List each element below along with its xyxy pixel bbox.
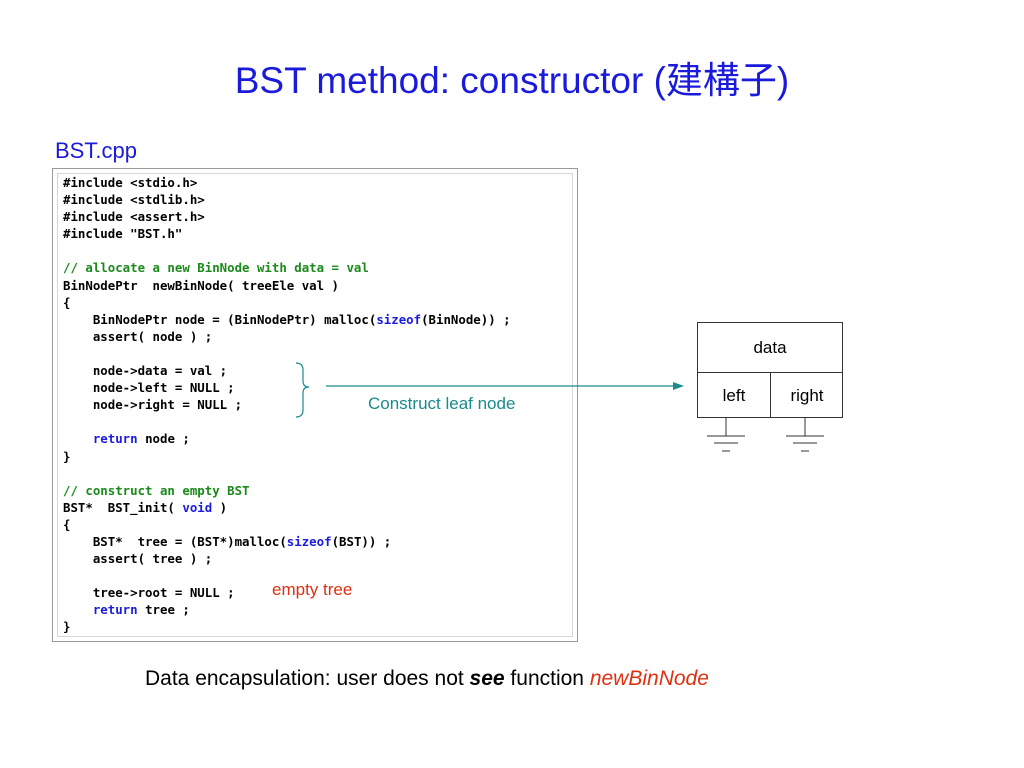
code-line: { bbox=[63, 294, 511, 311]
code-line: assert( node ) ; bbox=[63, 328, 511, 345]
code-line: BST* tree = (BST*)malloc(sizeof(BST)) ; bbox=[63, 533, 511, 550]
code-token: assert( tree ) ; bbox=[63, 551, 213, 567]
code-listing: #include <stdio.h>#include <stdlib.h>#in… bbox=[63, 174, 511, 636]
code-line: return node ; bbox=[63, 430, 511, 447]
node-left-cell: left bbox=[698, 373, 771, 418]
node-data-cell: data bbox=[698, 323, 842, 373]
code-line: BST* BST_init( void ) bbox=[63, 499, 511, 516]
code-line: #include <stdlib.h> bbox=[63, 191, 511, 208]
code-token: tree ; bbox=[137, 602, 190, 618]
construct-leaf-node-label: Construct leaf node bbox=[368, 394, 516, 413]
code-filename: BST.cpp bbox=[55, 138, 137, 163]
code-token: ) bbox=[212, 499, 228, 515]
bin-node-diagram: data left right bbox=[697, 322, 843, 418]
code-token: assert( node ) ; bbox=[63, 328, 213, 344]
code-line: assert( tree ) ; bbox=[63, 550, 511, 567]
code-line: #include "BST.h" bbox=[63, 225, 511, 242]
code-line: node->right = NULL ; bbox=[63, 396, 511, 413]
code-token: BinNodePtr newBinNode( treeEle val ) bbox=[63, 277, 340, 293]
code-token: void bbox=[182, 499, 213, 515]
code-listing-inner-border bbox=[57, 173, 573, 637]
code-line: tree->root = NULL ; bbox=[63, 584, 511, 601]
code-token: (BinNode)) ; bbox=[421, 311, 511, 327]
code-token: BST* BST_init( bbox=[63, 499, 183, 515]
code-line: } bbox=[63, 618, 511, 635]
code-token: node ; bbox=[137, 431, 190, 447]
code-line: // allocate a new BinNode with data = va… bbox=[63, 259, 511, 276]
code-line: #include <stdio.h> bbox=[63, 174, 511, 191]
code-token: } bbox=[63, 619, 71, 635]
code-token: return bbox=[92, 431, 138, 447]
slide-title: BST method: constructor (建構子) bbox=[234, 60, 790, 101]
code-line: BinNodePtr node = (BinNodePtr) malloc(si… bbox=[63, 311, 511, 328]
curly-brace bbox=[295, 362, 310, 418]
code-token: sizeof bbox=[286, 533, 332, 549]
code-token: node->data = val ; bbox=[63, 363, 228, 379]
empty-tree-label: empty tree bbox=[272, 580, 353, 599]
footer-prefix: Data encapsulation: user does not bbox=[145, 667, 470, 690]
code-token: { bbox=[63, 516, 71, 532]
code-token: sizeof bbox=[376, 311, 422, 327]
code-token: node->left = NULL ; bbox=[63, 380, 235, 396]
code-line: // construct an empty BST bbox=[63, 482, 511, 499]
code-line: node->left = NULL ; bbox=[63, 379, 511, 396]
code-token: #include "BST.h" bbox=[63, 226, 183, 242]
footer-function-name: newBinNode bbox=[589, 667, 709, 690]
code-line: } bbox=[63, 448, 511, 465]
code-token: } bbox=[63, 448, 71, 464]
code-line: return tree ; bbox=[63, 601, 511, 618]
code-token: (BST)) ; bbox=[331, 533, 392, 549]
code-token: BinNodePtr node = (BinNodePtr) malloc( bbox=[63, 311, 377, 327]
code-token: tree->root = NULL ; bbox=[63, 585, 235, 601]
code-line: node->data = val ; bbox=[63, 362, 511, 379]
footer-emphasis: see bbox=[469, 667, 505, 690]
code-token: // construct an empty BST bbox=[63, 482, 250, 498]
code-token: #include <stdio.h> bbox=[63, 175, 198, 190]
footer-middle: function bbox=[504, 667, 590, 690]
code-line: #include <assert.h> bbox=[63, 208, 511, 225]
code-token: #include <stdlib.h> bbox=[63, 192, 205, 208]
code-token: #include <assert.h> bbox=[63, 209, 205, 225]
arrow-head bbox=[673, 382, 684, 390]
code-line: { bbox=[63, 516, 511, 533]
code-listing-box: #include <stdio.h>#include <stdlib.h>#in… bbox=[52, 168, 578, 642]
code-token: node->right = NULL ; bbox=[63, 397, 243, 413]
right-null-ground-icon bbox=[786, 418, 824, 452]
code-line: BinNodePtr newBinNode( treeEle val ) bbox=[63, 277, 511, 294]
code-token: // allocate a new BinNode with data = va… bbox=[63, 260, 369, 276]
code-token: BST* tree = (BST*)malloc( bbox=[63, 533, 287, 549]
code-token: return bbox=[92, 602, 138, 618]
code-token: { bbox=[63, 294, 71, 310]
left-null-ground-icon bbox=[707, 418, 745, 452]
node-right-cell: right bbox=[790, 385, 824, 405]
footer-note: Data encapsulation: user does not see fu… bbox=[145, 667, 709, 691]
